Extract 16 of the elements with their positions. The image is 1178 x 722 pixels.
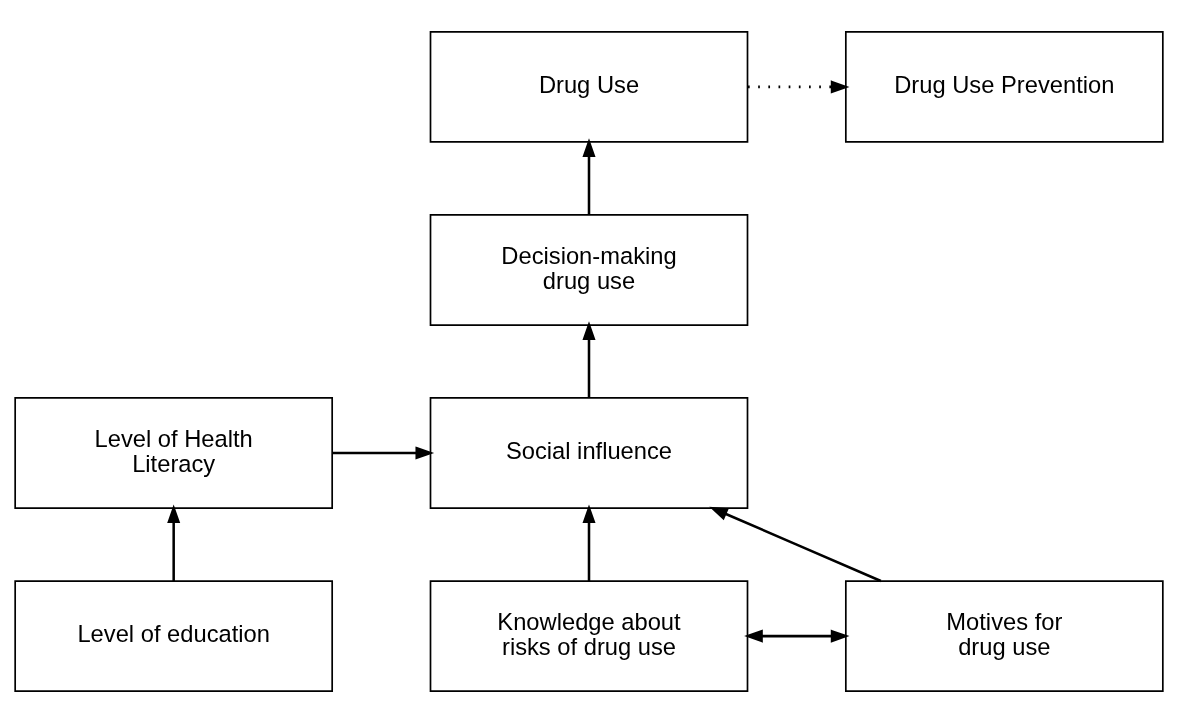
arrow: [582, 137, 596, 215]
node-box: Motives for drug use: [844, 579, 1164, 692]
arrow: [167, 503, 181, 581]
node-box: Knowledge about risks of drug use: [429, 579, 749, 692]
node-box: Drug Use: [429, 30, 749, 143]
node-box: Drug Use Prevention: [844, 30, 1164, 143]
arrow: [582, 320, 596, 398]
arrow: [709, 506, 882, 582]
arrow: [332, 446, 435, 460]
node-box: Level of education: [14, 579, 334, 692]
node-box: Decision-making drug use: [429, 213, 749, 326]
arrow: [748, 79, 850, 93]
node-box: Social influence: [429, 396, 749, 509]
arrow: [582, 503, 596, 581]
arrow: [744, 629, 850, 643]
node-box: Level of Health Literacy: [14, 396, 334, 509]
